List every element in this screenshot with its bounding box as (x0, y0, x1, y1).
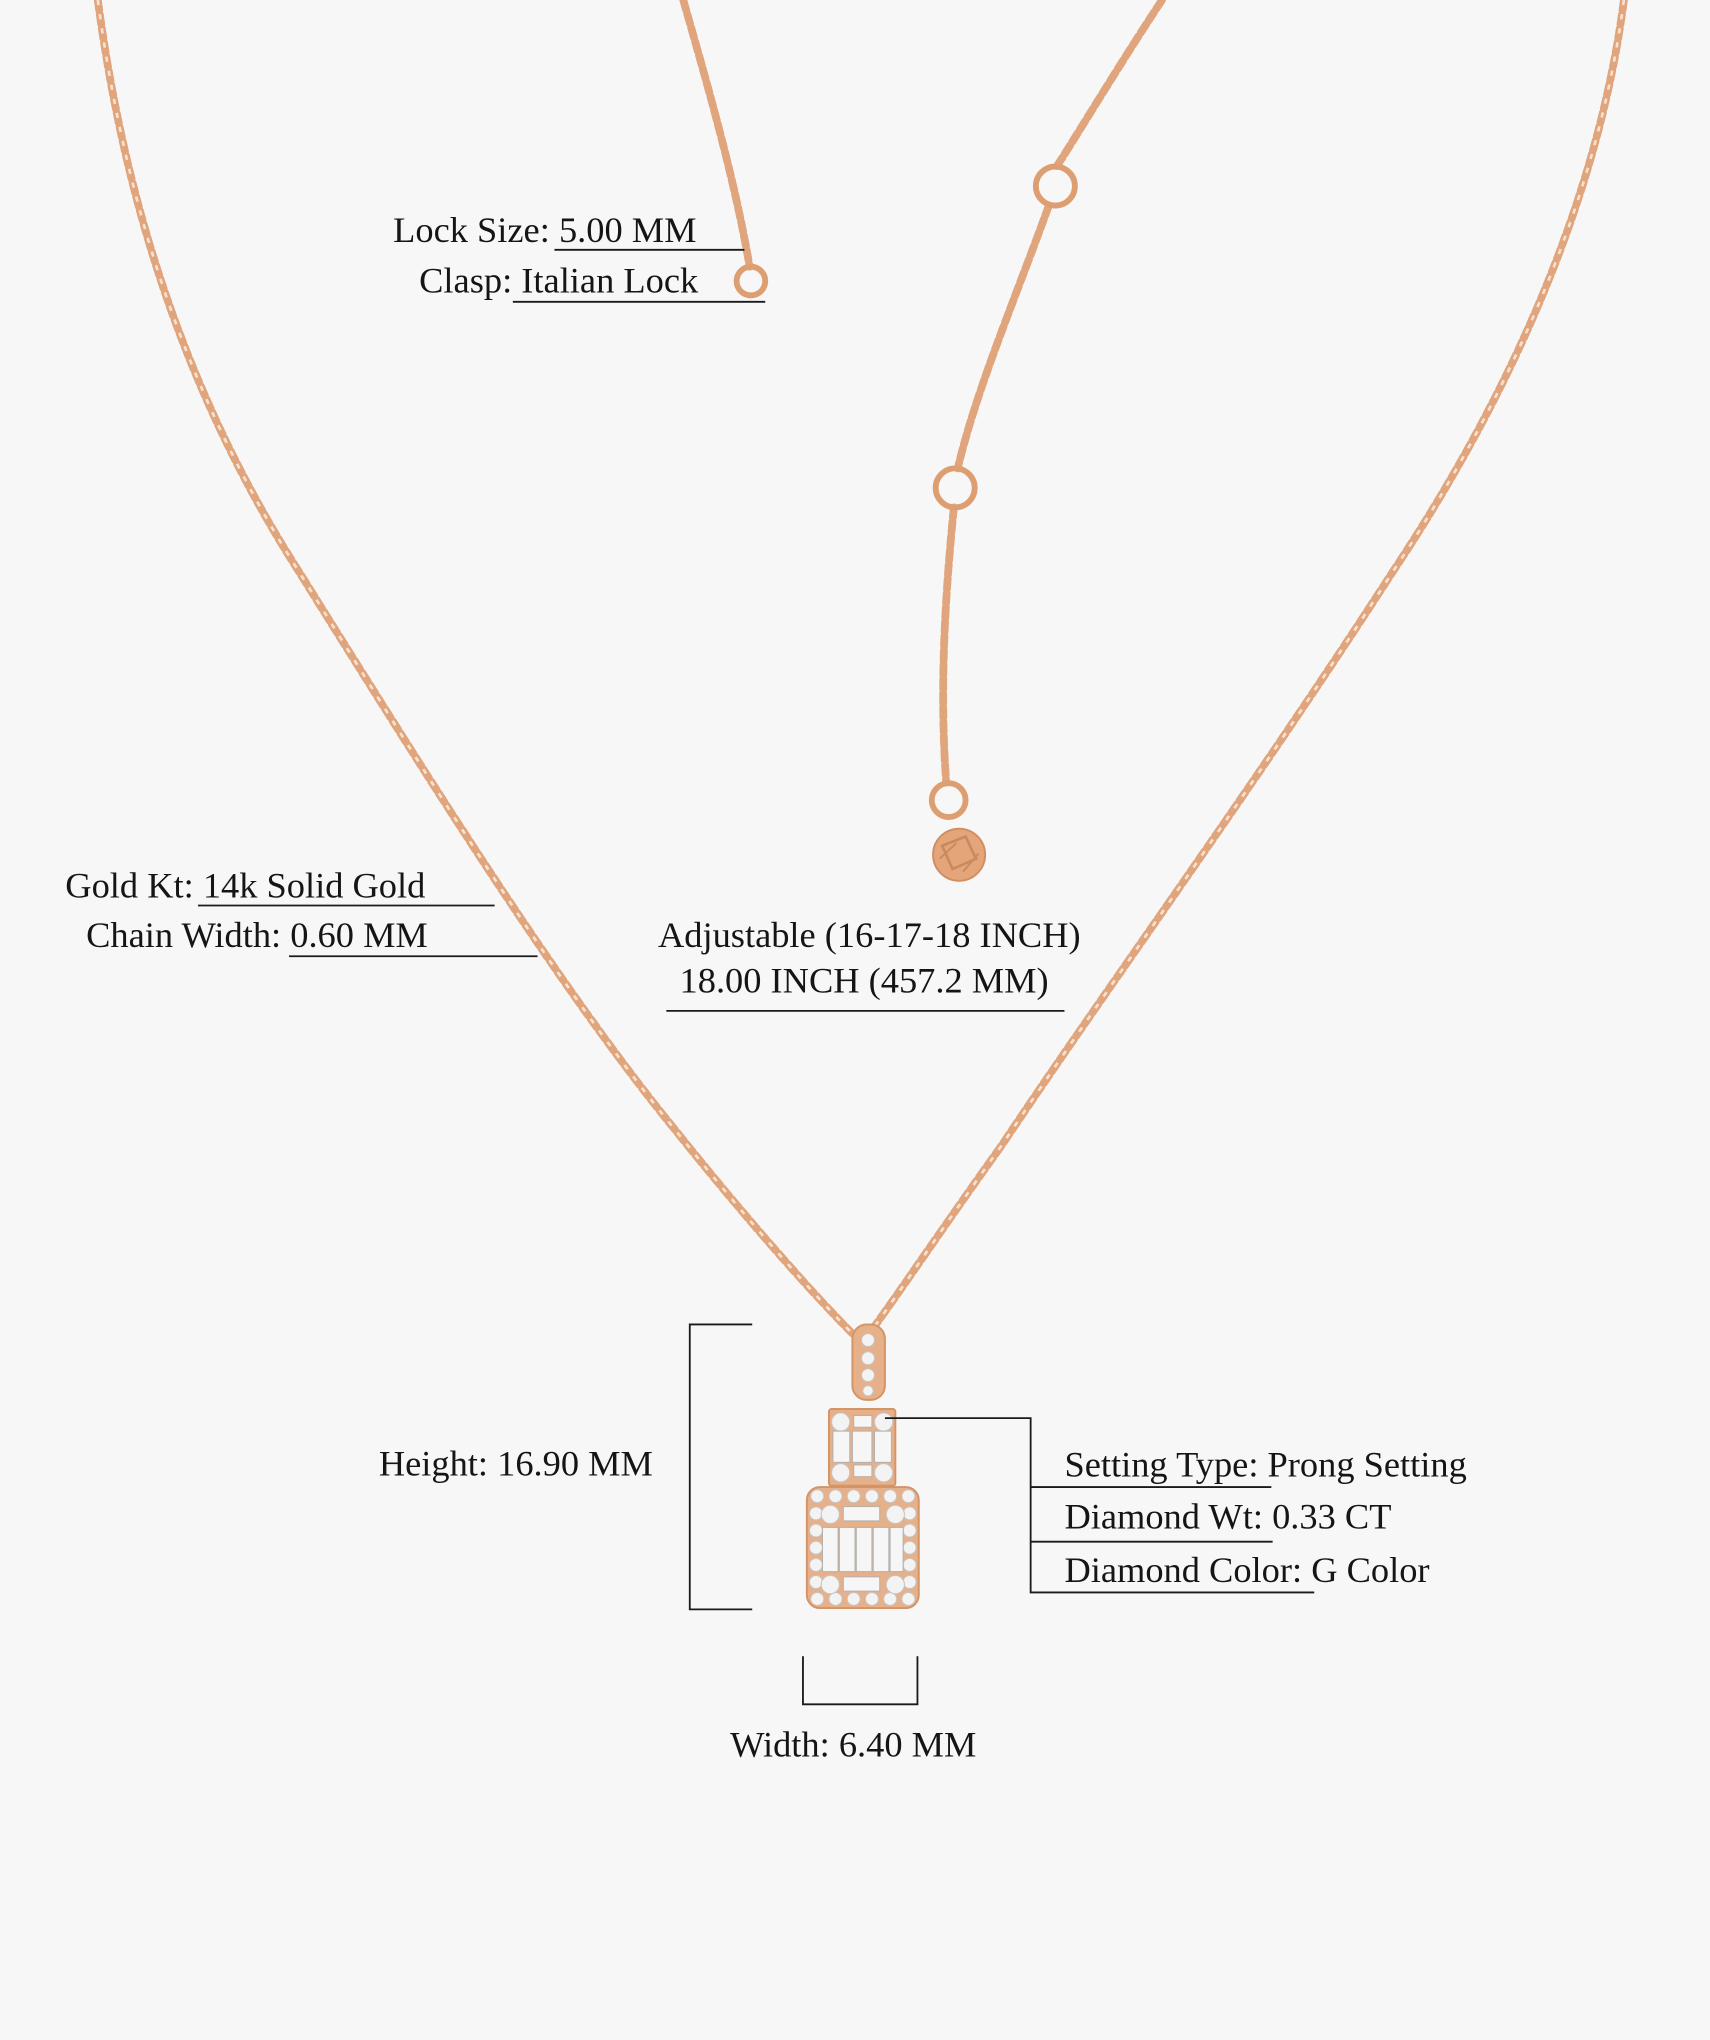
clasp-spec: Clasp: Italian Lock (419, 261, 699, 301)
halo-diamond (902, 1575, 917, 1590)
lock-size-spec: Lock Size: 5.00 MM (393, 210, 696, 250)
extender-ring-icon (928, 780, 969, 820)
halo-diamond (902, 1506, 917, 1521)
diamond-wt-spec: Diamond Wt: 0.33 CT (1064, 1497, 1391, 1537)
halo-diamond (846, 1591, 861, 1606)
halo-diamond (883, 1489, 898, 1504)
extender-ring-icon (1032, 163, 1078, 209)
halo-diamond (828, 1591, 843, 1606)
halo-diamond (808, 1575, 823, 1590)
logo-charm-icon (932, 827, 987, 882)
halo-diamond (846, 1489, 861, 1504)
halo-diamond (901, 1489, 916, 1504)
halo-diamond (808, 1523, 823, 1538)
halo-diamond (808, 1506, 823, 1521)
pendant (805, 1323, 920, 1610)
halo-diamond (864, 1489, 879, 1504)
setting-type-spec: Setting Type: Prong Setting (1064, 1445, 1466, 1485)
halo-diamond (808, 1557, 823, 1572)
halo-diamond (810, 1489, 825, 1504)
italian-lock-clasp-icon (733, 263, 769, 299)
diamond-color-spec: Diamond Color: G Color (1064, 1550, 1429, 1590)
width-spec: Width: 6.40 MM (730, 1724, 976, 1764)
chain-width-spec: Chain Width: 0.60 MM (86, 915, 428, 955)
halo-diamond (810, 1591, 825, 1606)
necklace-chain (93, 0, 1628, 1338)
halo-diamond (808, 1540, 823, 1555)
halo-diamond (902, 1540, 917, 1555)
halo-diamond (864, 1591, 879, 1606)
halo-diamond (901, 1591, 916, 1606)
width-bracket (802, 1656, 919, 1706)
halo-diamond (902, 1557, 917, 1572)
height-spec: Height: 16.90 MM (379, 1443, 653, 1483)
extender-ring-icon (932, 465, 978, 511)
length-adjustable: Adjustable (16-17-18 INCH) (658, 915, 1081, 955)
halo-diamond (828, 1489, 843, 1504)
halo-diamond (902, 1523, 917, 1538)
halo-diamond (883, 1591, 898, 1606)
gold-kt-spec: Gold Kt: 14k Solid Gold (65, 866, 425, 906)
height-bracket (688, 1323, 753, 1611)
length-value: 18.00 INCH (457.2 MM) (680, 961, 1049, 1001)
dimension-lines (197, 248, 1315, 1706)
